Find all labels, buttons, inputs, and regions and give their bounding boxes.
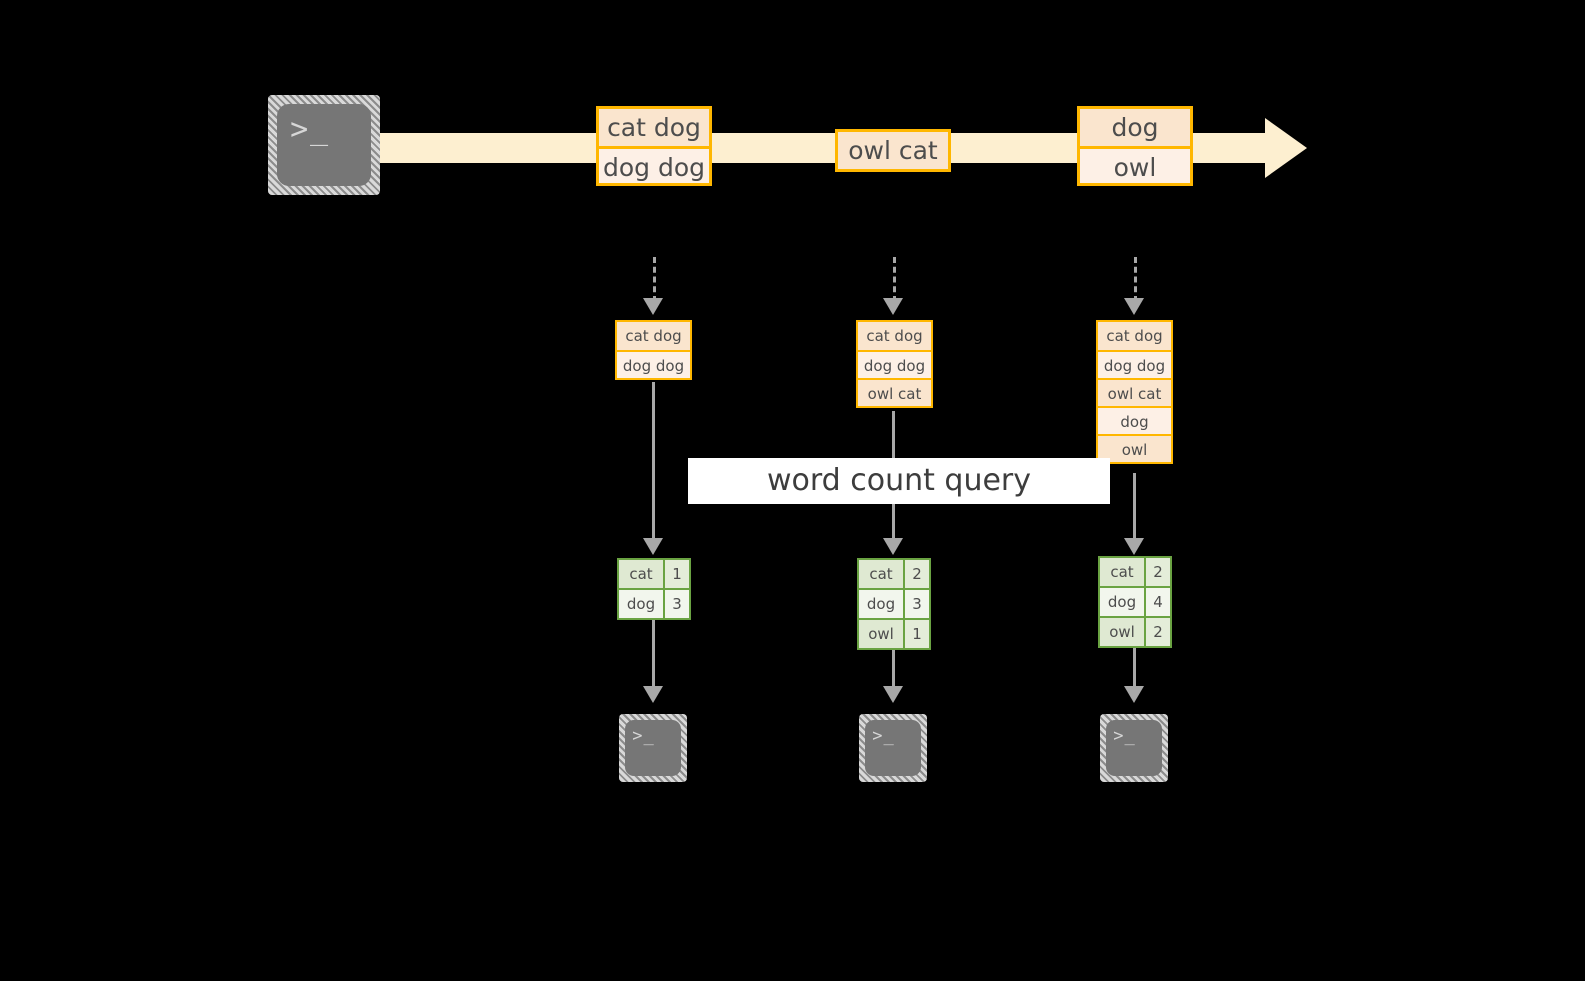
snapshot-table-2[interactable]: cat dog dog dog owl cat xyxy=(856,320,933,408)
result-table-1[interactable]: cat 1 dog 3 xyxy=(617,558,691,620)
stream-to-snapshot-connector-2 xyxy=(893,257,896,302)
result-count: 1 xyxy=(663,560,689,588)
table-row: owl 1 xyxy=(859,618,929,648)
result-to-sink-connector-3 xyxy=(1133,648,1136,690)
stream-arrowhead xyxy=(1265,118,1307,178)
terminal-prompt-icon: >_ xyxy=(872,725,895,746)
result-word: cat xyxy=(619,560,663,588)
record-cell: dog dog xyxy=(599,146,709,183)
terminal-screen: >_ xyxy=(277,104,371,186)
table-row: dog 3 xyxy=(859,588,929,618)
result-count: 2 xyxy=(1144,618,1170,646)
table-row: cat 1 xyxy=(619,560,689,588)
snapshot-to-result-connector-1 xyxy=(652,382,655,542)
connector-arrowhead xyxy=(643,538,663,555)
snapshot-cell: cat dog xyxy=(858,322,931,350)
result-word: dog xyxy=(619,590,663,618)
snapshot-cell: cat dog xyxy=(1098,322,1171,350)
record-cell: cat dog xyxy=(599,109,709,146)
terminal-screen: >_ xyxy=(865,720,921,776)
result-count: 2 xyxy=(903,560,929,588)
result-table-2[interactable]: cat 2 dog 3 owl 1 xyxy=(857,558,931,650)
connector-arrowhead xyxy=(883,686,903,703)
snapshot-cell: dog dog xyxy=(617,350,690,378)
connector-arrowhead xyxy=(643,298,663,315)
snapshot-cell: owl cat xyxy=(1098,378,1171,406)
connector-arrowhead xyxy=(1124,686,1144,703)
result-word: cat xyxy=(859,560,903,588)
table-row: cat 2 xyxy=(859,560,929,588)
table-row: owl 2 xyxy=(1100,616,1170,646)
stream-to-snapshot-connector-3 xyxy=(1134,257,1137,302)
sink-terminal-3[interactable]: >_ xyxy=(1100,714,1168,782)
result-word: owl xyxy=(1100,618,1144,646)
snapshot-cell: cat dog xyxy=(617,322,690,350)
stream-to-snapshot-connector-1 xyxy=(653,257,656,302)
snapshot-cell: owl cat xyxy=(858,378,931,406)
result-count: 3 xyxy=(663,590,689,618)
result-count: 4 xyxy=(1144,588,1170,616)
connector-arrowhead xyxy=(1124,298,1144,315)
result-count: 3 xyxy=(903,590,929,618)
stream-record-group-2[interactable]: owl cat xyxy=(835,129,951,172)
connector-arrowhead xyxy=(883,298,903,315)
result-to-sink-connector-2 xyxy=(892,650,895,690)
result-word: dog xyxy=(1100,588,1144,616)
record-cell: dog xyxy=(1080,109,1190,146)
stream-record-group-3[interactable]: dog owl xyxy=(1077,106,1193,186)
snapshot-to-result-connector-3 xyxy=(1133,473,1136,542)
table-row: dog 4 xyxy=(1100,586,1170,616)
result-word: owl xyxy=(859,620,903,648)
result-table-3[interactable]: cat 2 dog 4 owl 2 xyxy=(1098,556,1172,648)
snapshot-table-3[interactable]: cat dog dog dog owl cat dog owl xyxy=(1096,320,1173,464)
table-row: cat 2 xyxy=(1100,558,1170,586)
terminal-prompt-icon: >_ xyxy=(1113,725,1136,746)
connector-arrowhead xyxy=(643,686,663,703)
snapshot-cell: owl xyxy=(1098,434,1171,462)
query-label: word count query xyxy=(688,458,1110,504)
sink-terminal-1[interactable]: >_ xyxy=(619,714,687,782)
result-count: 2 xyxy=(1144,558,1170,586)
connector-arrowhead xyxy=(1124,538,1144,555)
terminal-prompt-icon: >_ xyxy=(290,112,330,148)
connector-arrowhead xyxy=(883,538,903,555)
stream-record-group-1[interactable]: cat dog dog dog xyxy=(596,106,712,186)
result-word: dog xyxy=(859,590,903,618)
terminal-screen: >_ xyxy=(1106,720,1162,776)
result-count: 1 xyxy=(903,620,929,648)
source-terminal-icon[interactable]: >_ xyxy=(268,95,380,195)
record-cell: owl cat xyxy=(838,132,948,169)
table-row: dog 3 xyxy=(619,588,689,618)
snapshot-cell: dog dog xyxy=(858,350,931,378)
snapshot-table-1[interactable]: cat dog dog dog xyxy=(615,320,692,380)
result-word: cat xyxy=(1100,558,1144,586)
result-to-sink-connector-1 xyxy=(652,620,655,690)
record-cell: owl xyxy=(1080,146,1190,183)
snapshot-cell: dog dog xyxy=(1098,350,1171,378)
snapshot-cell: dog xyxy=(1098,406,1171,434)
terminal-screen: >_ xyxy=(625,720,681,776)
terminal-prompt-icon: >_ xyxy=(632,725,655,746)
sink-terminal-2[interactable]: >_ xyxy=(859,714,927,782)
